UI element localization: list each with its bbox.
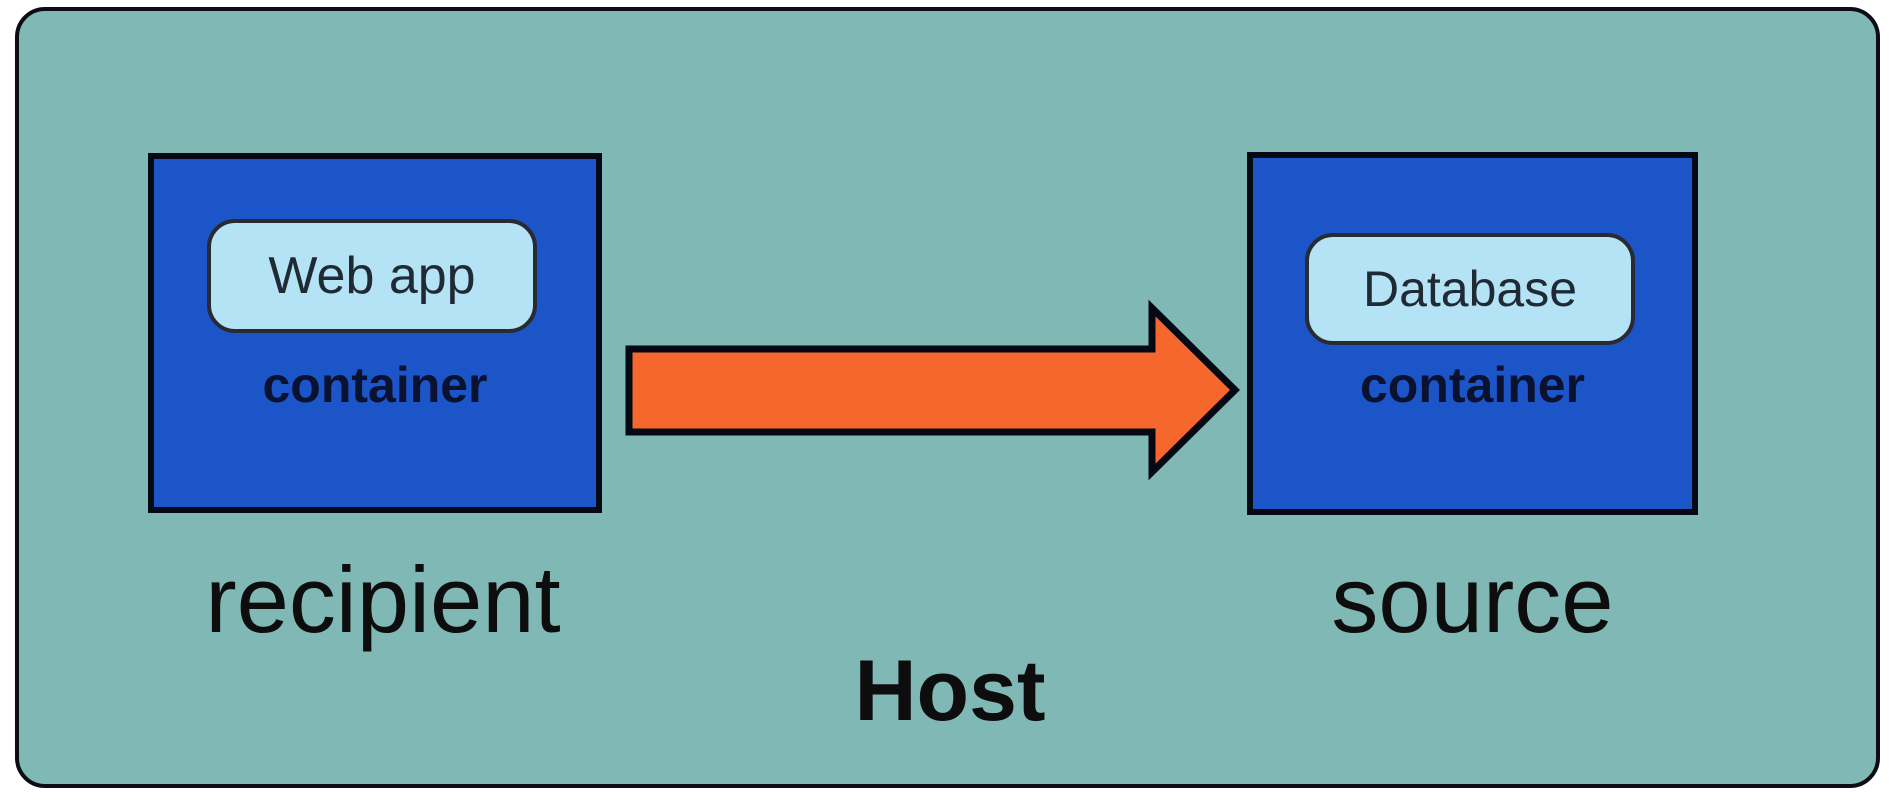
webapp-pill: Web app	[207, 219, 537, 333]
webapp-pill-label: Web app	[268, 247, 476, 305]
database-pill-label: Database	[1362, 261, 1578, 317]
webapp-container-label: container	[262, 357, 488, 413]
recipient-label: recipient	[205, 547, 561, 652]
webapp-container-box	[148, 153, 602, 513]
database-pill: Database	[1305, 233, 1635, 345]
database-container-label: container	[1359, 357, 1586, 413]
host-label: Host	[854, 643, 1046, 739]
source-label: source	[1331, 547, 1614, 652]
